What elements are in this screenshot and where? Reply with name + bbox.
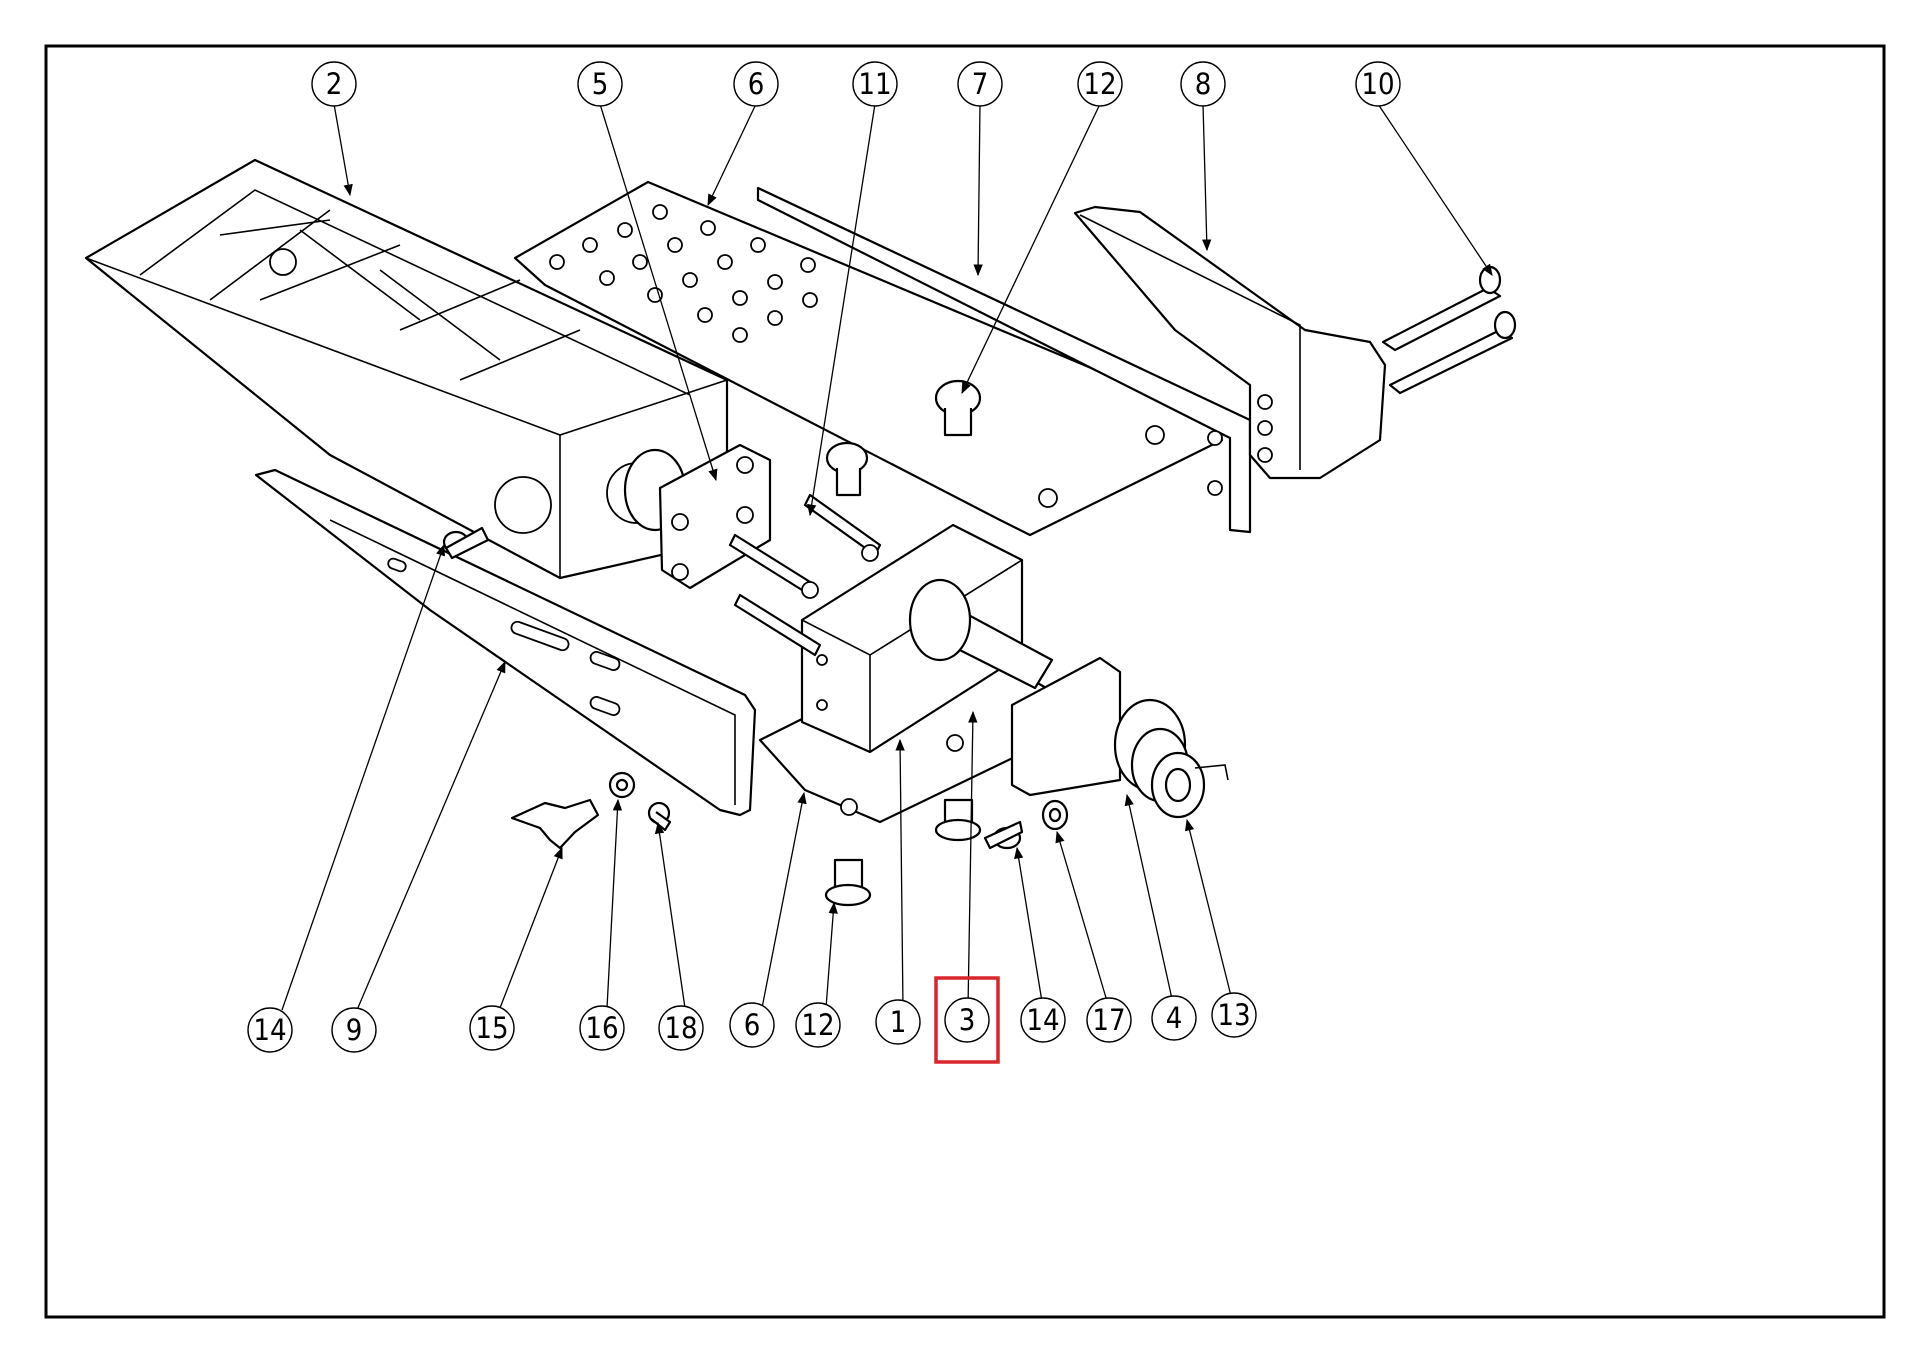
callout-label: 9 — [346, 1013, 363, 1047]
callout-row-bottom: 14 9 15 16 18 6 12 1 3 14 17 — [247, 992, 1257, 1053]
callout-bubble[interactable]: 10 — [1355, 61, 1401, 107]
callout-label: 6 — [744, 1008, 761, 1042]
callout-label: 17 — [1092, 1003, 1125, 1037]
callout-label: 12 — [1083, 67, 1116, 101]
part-shaft — [908, 578, 1054, 690]
callout-bubble[interactable]: 9 — [331, 1007, 377, 1053]
callout-row-top: 2 5 6 11 7 12 8 10 — [311, 61, 1401, 107]
part-pins — [728, 493, 882, 657]
drawing-frame — [44, 44, 1886, 1319]
part-lever-arm — [254, 468, 757, 817]
callout-bubble[interactable]: 5 — [577, 61, 623, 107]
callout-bubble[interactable]: 8 — [1180, 61, 1226, 107]
callout-label: 18 — [664, 1011, 697, 1045]
callout-label: 2 — [326, 67, 343, 101]
callout-bubble[interactable]: 12 — [795, 1002, 841, 1048]
part-flange — [623, 443, 772, 590]
callout-label: 4 — [1166, 1001, 1183, 1035]
callout-label: 5 — [592, 67, 609, 101]
callout-label: 6 — [748, 67, 765, 101]
part-long-bolts — [1381, 265, 1517, 395]
callout-label: 13 — [1217, 998, 1250, 1032]
callout-bubble[interactable]: 18 — [658, 1005, 704, 1051]
highlight-box — [934, 976, 1000, 1064]
callout-label: 10 — [1361, 67, 1394, 101]
part-retaining-ring — [1150, 751, 1229, 819]
callout-bubble[interactable]: 16 — [579, 1005, 625, 1051]
callout-bubble[interactable]: 12 — [1077, 61, 1123, 107]
callout-bubble-highlighted[interactable]: 3 — [944, 997, 990, 1043]
callout-bubble[interactable]: 17 — [1086, 997, 1132, 1043]
callout-bubble[interactable]: 14 — [1020, 997, 1066, 1043]
part-handle — [1073, 205, 1387, 480]
leader-lines — [281, 103, 1493, 1011]
callout-label: 3 — [959, 1003, 976, 1037]
callout-label: 11 — [858, 67, 891, 101]
callout-label: 14 — [253, 1013, 286, 1047]
callout-bubble[interactable]: 6 — [729, 1002, 775, 1048]
callout-bubble[interactable]: 13 — [1211, 992, 1257, 1038]
callout-bubble[interactable]: 6 — [733, 61, 779, 107]
part-small-hardware — [442, 379, 1069, 907]
callout-bubble[interactable]: 2 — [311, 61, 357, 107]
callout-label: 12 — [801, 1008, 834, 1042]
callout-label: 8 — [1195, 67, 1212, 101]
callout-label: 15 — [475, 1011, 508, 1045]
callout-label: 1 — [890, 1005, 907, 1039]
callout-label: 14 — [1026, 1003, 1059, 1037]
callout-bubble[interactable]: 7 — [957, 61, 1003, 107]
callout-label: 7 — [972, 67, 989, 101]
callout-bubble[interactable]: 15 — [469, 1005, 515, 1051]
callout-bubble[interactable]: 11 — [852, 61, 898, 107]
callout-bubble[interactable]: 14 — [247, 1007, 293, 1053]
callout-bubble[interactable]: 4 — [1151, 995, 1197, 1041]
callout-label: 16 — [585, 1011, 618, 1045]
callout-bubble[interactable]: 1 — [875, 999, 921, 1045]
